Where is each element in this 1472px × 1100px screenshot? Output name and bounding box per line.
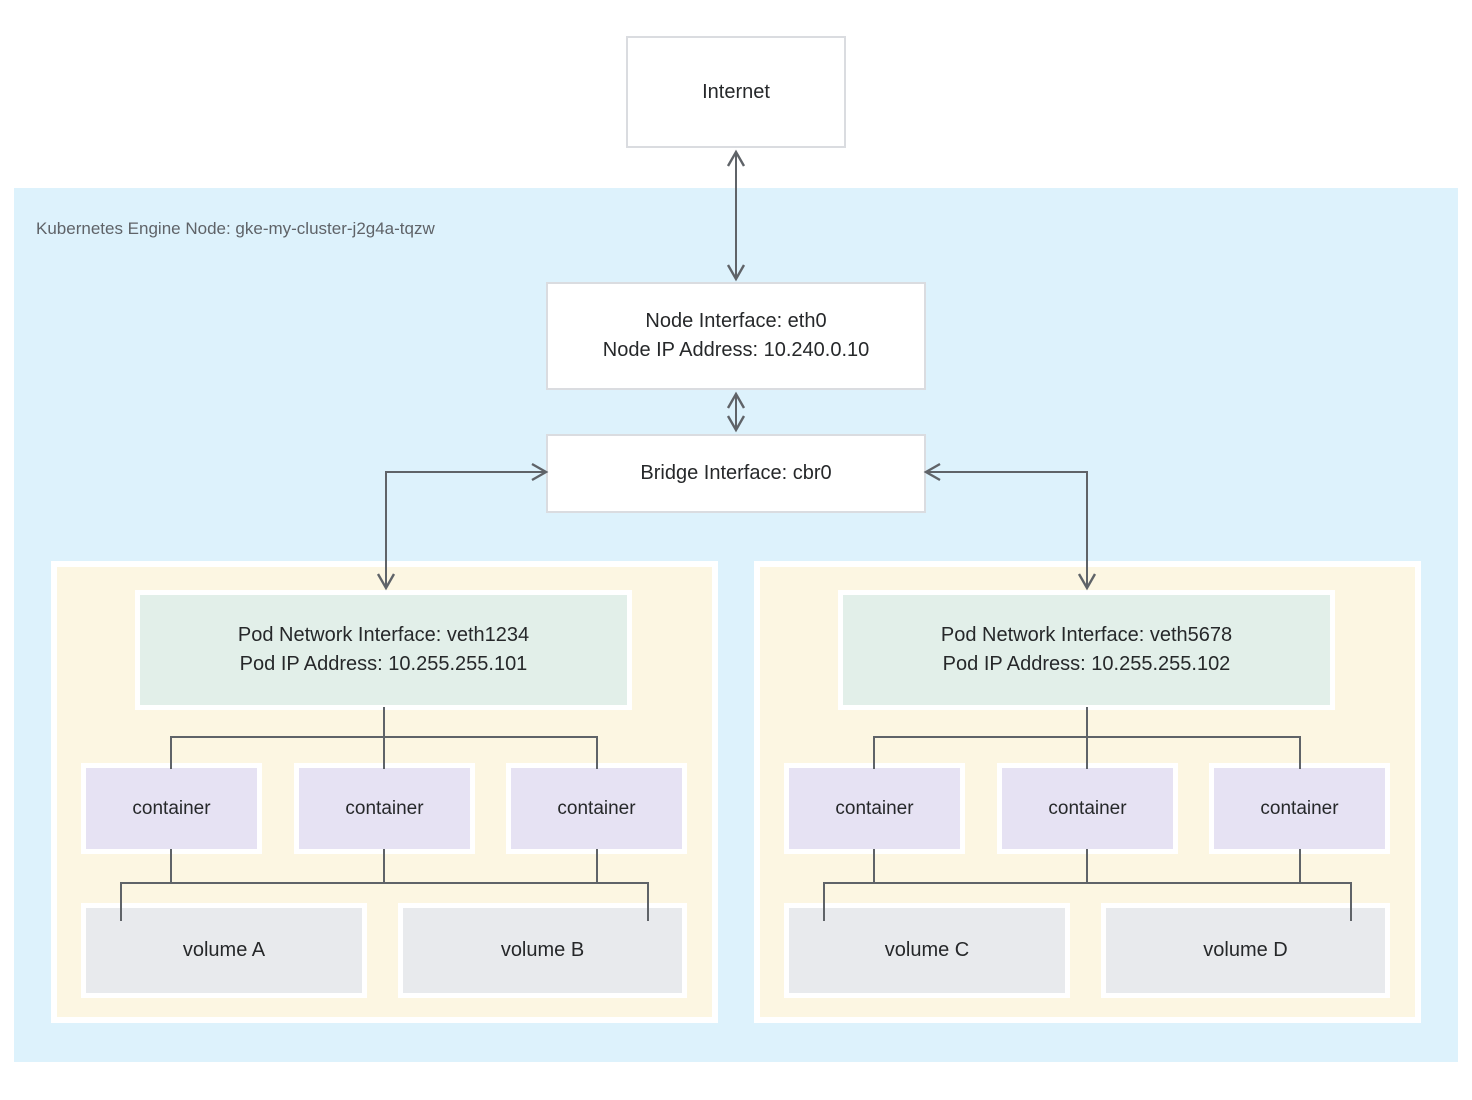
bridge-interface-label: Bridge Interface: cbr0 <box>640 462 832 484</box>
pod-1-container-2: container <box>294 763 475 854</box>
pod-2-container-1: container <box>784 763 965 854</box>
node-interface-box: Node Interface: eth0 Node IP Address: 10… <box>546 282 926 390</box>
pod-1-network-interface: Pod Network Interface: veth1234 Pod IP A… <box>135 590 632 710</box>
container-label: container <box>557 798 636 819</box>
volume-label: volume B <box>500 939 585 961</box>
volume-label: volume A <box>182 939 266 961</box>
pod-1-container-1: container <box>81 763 262 854</box>
container-label: container <box>345 798 424 819</box>
pod-2-container-3: container <box>1209 763 1390 854</box>
volume-label: volume D <box>1203 939 1288 961</box>
pod-1-volume-a: volume A <box>81 903 367 998</box>
pod-2-interface-line1: Pod Network Interface: veth5678 <box>940 624 1233 646</box>
kubernetes-node-label: Kubernetes Engine Node: gke-my-cluster-j… <box>36 219 435 238</box>
pod-2-volume-c: volume C <box>784 903 1070 998</box>
internet-label: Internet <box>702 80 770 103</box>
pod-2-container-2: container <box>997 763 1178 854</box>
node-interface-line1: Node Interface: eth0 <box>645 310 827 332</box>
pod-2-volume-d: volume D <box>1101 903 1390 998</box>
volume-label: volume C <box>884 939 970 961</box>
container-label: container <box>835 798 914 819</box>
pod-1-volume-b: volume B <box>398 903 687 998</box>
pod-1-interface-line2: Pod IP Address: 10.255.255.101 <box>239 653 528 675</box>
internet-box: Internet <box>626 36 846 148</box>
bridge-interface-box: Bridge Interface: cbr0 <box>546 434 926 513</box>
pod-2-interface-line2: Pod IP Address: 10.255.255.102 <box>942 653 1231 675</box>
pod-1-container-3: container <box>506 763 687 854</box>
container-label: container <box>132 798 211 819</box>
container-label: container <box>1048 798 1127 819</box>
container-label: container <box>1260 798 1339 819</box>
node-interface-line2: Node IP Address: 10.240.0.10 <box>602 339 870 361</box>
pod-1-interface-line1: Pod Network Interface: veth1234 <box>237 624 530 646</box>
pod-2-network-interface: Pod Network Interface: veth5678 Pod IP A… <box>838 590 1335 710</box>
